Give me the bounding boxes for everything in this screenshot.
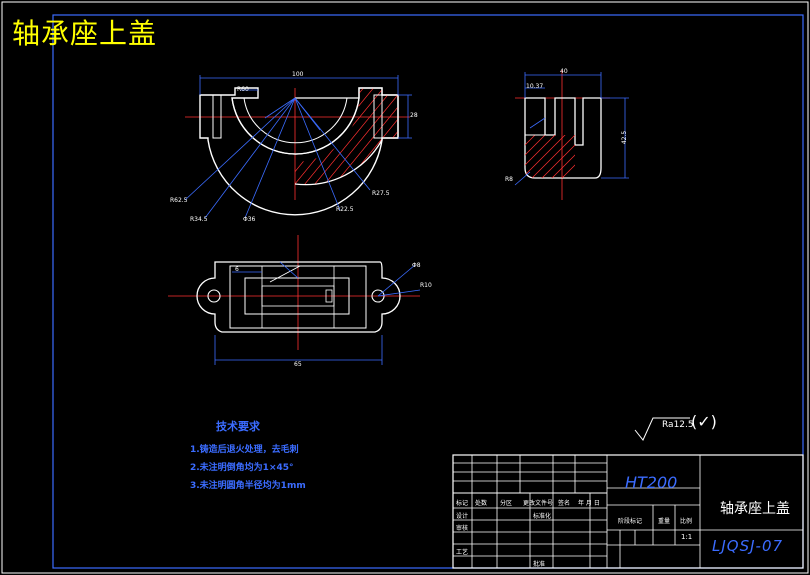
dim-r5: R27.5 — [372, 190, 390, 197]
drawing-number: LJQSJ-07 — [712, 537, 784, 555]
front-view — [184, 75, 412, 219]
tb-ratio: 比例 — [680, 518, 693, 525]
dim-side-small: 10.37 — [526, 83, 544, 90]
tb-design: 设计 — [456, 513, 469, 520]
tb-weight: 重量 — [658, 518, 671, 525]
dim-front-height: 28 — [410, 112, 418, 119]
dim-chamfer: R60 — [237, 86, 249, 93]
tb-change-no: 更改文件号 — [523, 500, 554, 507]
dim-top-r2: R10 — [420, 282, 432, 289]
tech-requirements-heading: 技术要求 — [216, 420, 260, 433]
scale-value: 1:1 — [681, 533, 693, 541]
tb-check: 审核 — [456, 525, 469, 532]
tb-signature: 签名 — [558, 500, 571, 507]
tech-requirement-3: 3.未注明圆角半径均为1mm — [190, 481, 306, 491]
tb-stage-mark: 阶段标记 — [618, 518, 643, 525]
part-name: 轴承座上盖 — [720, 501, 790, 517]
title-block — [452, 454, 804, 569]
dim-r2: R34.5 — [190, 216, 208, 223]
tb-mark: 标记 — [456, 500, 469, 507]
tb-date: 年 月 日 — [578, 500, 600, 507]
tb-approve: 批准 — [533, 561, 546, 568]
dim-top-small: 6 — [235, 266, 239, 273]
dim-r1: R62.5 — [170, 197, 188, 204]
tech-requirement-1: 1.铸造后退火处理，去毛刺 — [190, 445, 299, 455]
tb-zone: 分区 — [500, 500, 513, 507]
dim-front-width: 100 — [292, 71, 304, 78]
tb-standardize: 标准化 — [533, 513, 552, 520]
inner-frame — [52, 14, 804, 569]
tb-process: 工艺 — [456, 549, 469, 556]
roughness-bracket: (✓) — [691, 412, 717, 431]
material: HT200 — [625, 473, 678, 492]
side-view — [514, 70, 629, 200]
dim-side-small2: R8 — [505, 176, 513, 183]
dim-side-height: 42.5 — [621, 130, 629, 145]
drawing-title: 轴承座上盖 — [12, 17, 158, 50]
dim-side-width: 40 — [560, 68, 568, 75]
dim-top-width: 65 — [294, 361, 302, 368]
dim-r4: R22.5 — [336, 206, 354, 213]
tb-count: 处数 — [475, 500, 488, 507]
roughness-symbol — [634, 417, 690, 441]
tech-requirement-2: 2.未注明倒角均为1×45° — [190, 463, 294, 473]
top-view — [168, 235, 421, 365]
dim-top-r1: Φ8 — [412, 262, 421, 269]
roughness-value: Ra12.5 — [662, 420, 694, 430]
dim-r3: Φ36 — [243, 216, 256, 223]
